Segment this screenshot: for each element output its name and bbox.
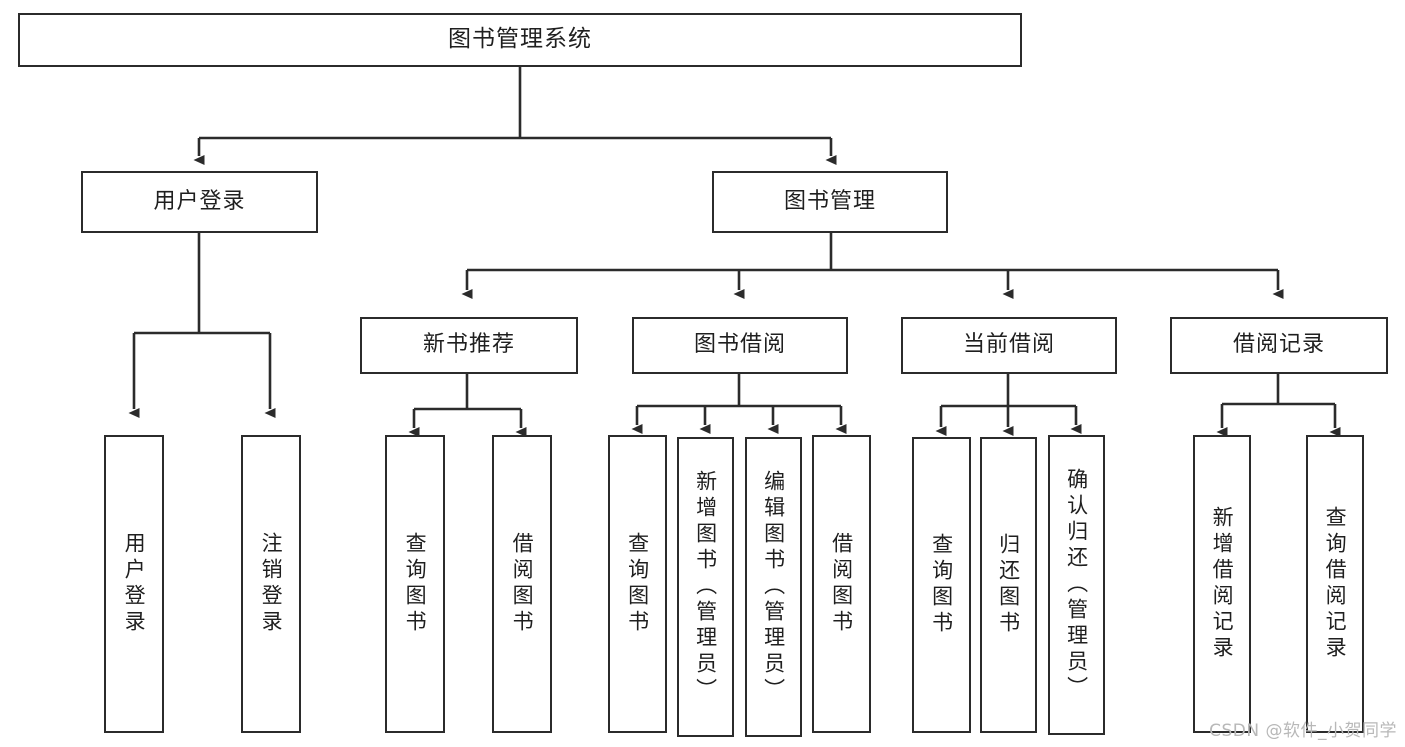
node-book-borrow[interactable]: 图书借阅	[632, 317, 848, 374]
node-user-login[interactable]: 用户登录	[81, 171, 318, 233]
node-book-management[interactable]: 图书管理	[712, 171, 948, 233]
node-label: 用户登录	[153, 188, 246, 214]
node-label: 借阅图书	[829, 532, 854, 636]
node-borrow-record[interactable]: 借阅记录	[1170, 317, 1388, 374]
leaf-record-add-record[interactable]: 新增借阅记录	[1193, 435, 1251, 733]
leaf-recommend-query-book[interactable]: 查询图书	[385, 435, 445, 733]
node-label: 查询图书	[403, 532, 428, 636]
node-label: 查询图书	[929, 533, 954, 637]
node-label: 当前借阅	[962, 332, 1055, 358]
leaf-borrow-edit-book-admin[interactable]: 编辑图书（管理员）	[745, 437, 802, 737]
leaf-record-query-record[interactable]: 查询借阅记录	[1306, 435, 1364, 733]
leaf-current-return-book[interactable]: 归还图书	[980, 437, 1037, 733]
leaf-borrow-add-book-admin[interactable]: 新增图书（管理员）	[677, 437, 734, 737]
node-new-book-recommend[interactable]: 新书推荐	[360, 317, 578, 374]
leaf-current-query-book[interactable]: 查询图书	[912, 437, 971, 733]
leaf-user-logout[interactable]: 注销登录	[241, 435, 301, 733]
node-label: 图书借阅	[693, 332, 786, 358]
node-label: 编辑图书（管理员）	[761, 470, 786, 704]
node-label: 图书管理	[783, 188, 876, 214]
node-label: 新书推荐	[422, 332, 515, 358]
node-label: 查询借阅记录	[1323, 506, 1348, 662]
leaf-borrow-borrow-book[interactable]: 借阅图书	[812, 435, 871, 733]
node-label: 新增图书（管理员）	[693, 470, 718, 704]
leaf-borrow-query-book[interactable]: 查询图书	[608, 435, 667, 733]
node-root-system[interactable]: 图书管理系统	[18, 13, 1022, 67]
node-label: 借阅图书	[510, 532, 535, 636]
node-label: 借阅记录	[1232, 332, 1325, 358]
node-label: 用户登录	[122, 532, 147, 636]
node-label: 查询图书	[625, 532, 650, 636]
leaf-current-confirm-return-admin[interactable]: 确认归还（管理员）	[1048, 435, 1105, 735]
node-label: 归还图书	[996, 533, 1021, 637]
watermark: CSDN @软件_小贺同学	[1209, 721, 1397, 741]
node-current-borrow[interactable]: 当前借阅	[901, 317, 1117, 374]
node-label: 新增借阅记录	[1210, 506, 1235, 662]
leaf-user-login[interactable]: 用户登录	[104, 435, 164, 733]
leaf-recommend-borrow-book[interactable]: 借阅图书	[492, 435, 552, 733]
node-label: 图书管理系统	[448, 26, 592, 53]
node-label: 确认归还（管理员）	[1064, 468, 1089, 702]
node-label: 注销登录	[259, 532, 284, 636]
